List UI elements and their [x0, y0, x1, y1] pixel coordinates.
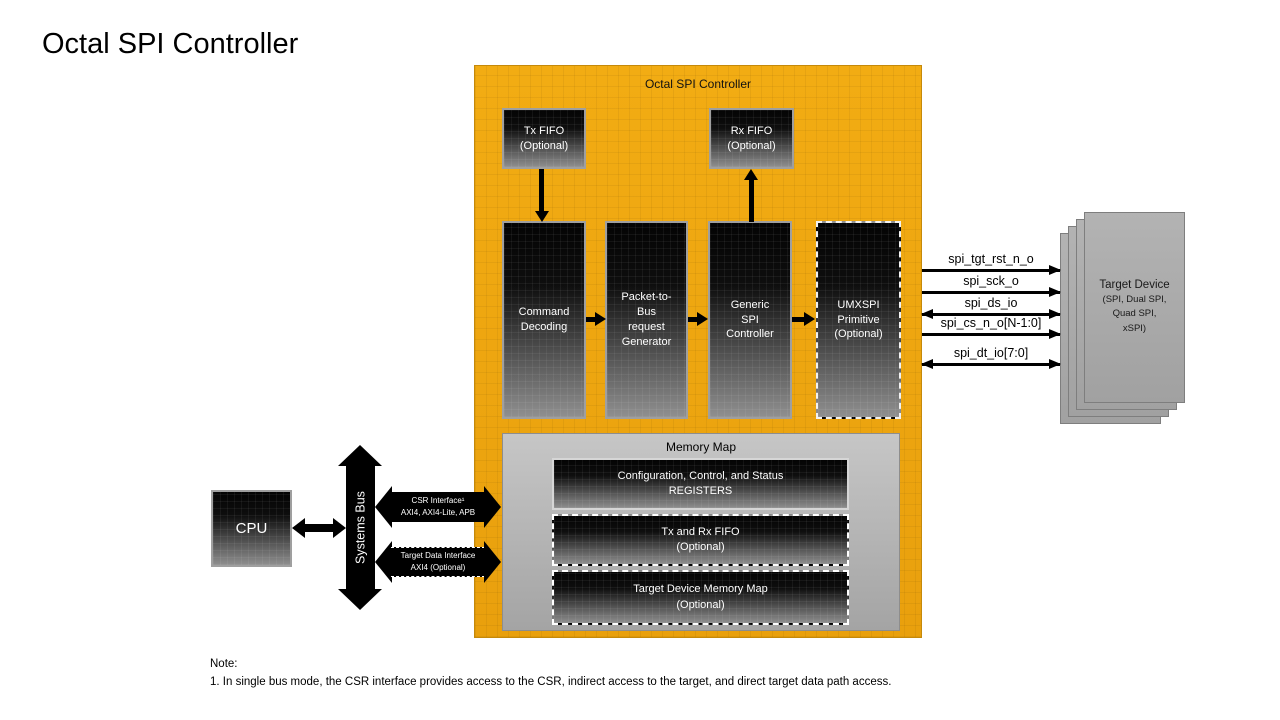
- tx-fifo-to-command-arrowhead: [535, 211, 549, 222]
- memory-map-panel: Memory Map Configuration, Control, and S…: [502, 433, 900, 631]
- memory-map-label: Memory Map: [665, 440, 736, 454]
- packet-to-generic-arrowhead: [697, 312, 708, 326]
- tx-fifo-block: Tx FIFO (Optional): [502, 108, 586, 169]
- target-data-interface-shaft: Target Data Interface AXI4 (Optional): [391, 547, 485, 577]
- note: Note: 1. In single bus mode, the CSR int…: [210, 656, 950, 692]
- arrow-shaft: [346, 465, 375, 590]
- signal-row-spi-dt: spi_dt_io[7:0]: [921, 346, 1061, 370]
- generic-to-umxspi-arrow-shaft: [792, 317, 805, 322]
- target-data-interface-arrow: Target Data Interface AXI4 (Optional): [375, 541, 501, 583]
- cpu-to-bus-arrow: [292, 518, 346, 538]
- arrowhead-right: [484, 486, 501, 528]
- arrowhead-up: [338, 445, 382, 466]
- arrowhead-right: [1049, 359, 1061, 369]
- umxspi-primitive-block: UMXSPI Primitive (Optional): [816, 221, 901, 419]
- arrowhead-right: [1049, 329, 1061, 339]
- systems-bus-arrow: Systems Bus: [338, 445, 383, 610]
- memory-map-row-registers: Configuration, Control, and Status REGIS…: [552, 458, 849, 510]
- signal-line: [922, 269, 1060, 272]
- arrowhead-left: [292, 518, 305, 538]
- signal-row-spi-tgt-rst: spi_tgt_rst_n_o: [922, 252, 1061, 276]
- signal-row-spi-ds: spi_ds_io: [921, 296, 1061, 320]
- generic-to-rx-fifo-arrow-shaft: [749, 180, 754, 222]
- signal-label: spi_dt_io[7:0]: [953, 346, 1029, 360]
- note-heading: Note:: [210, 658, 238, 670]
- octal-spi-controller-box: Octal SPI Controller Tx FIFO (Optional) …: [474, 65, 922, 638]
- arrowhead-right: [1049, 309, 1061, 319]
- arrowhead-right: [333, 518, 346, 538]
- command-to-packet-arrowhead: [595, 312, 606, 326]
- tx-fifo-to-command-arrow-shaft: [539, 169, 544, 211]
- signal-line: [922, 333, 1060, 336]
- cpu-block: CPU: [211, 490, 292, 567]
- memory-map-row-target-memory: Target Device Memory Map (Optional): [552, 570, 849, 625]
- command-decoding-block: Command Decoding: [502, 221, 586, 419]
- signal-label: spi_ds_io: [964, 296, 1018, 310]
- generic-spi-controller-block: Generic SPI Controller: [708, 221, 792, 419]
- page-title: Octal SPI Controller: [42, 28, 299, 60]
- signal-line: [922, 291, 1060, 294]
- arrow-shaft: [303, 524, 335, 532]
- csr-interface-arrow: CSR Interface¹ AXI4, AXI4-Lite, APB: [375, 486, 501, 528]
- target-device-subtitle: (SPI, Dual SPI, Quad SPI, xSPI): [1102, 294, 1167, 334]
- controller-label: Octal SPI Controller: [644, 77, 752, 91]
- signal-label: spi_sck_o: [963, 274, 1019, 288]
- arrowhead-left: [375, 486, 392, 528]
- signal-label: spi_cs_n_o[N-1:0]: [940, 316, 1042, 330]
- packet-to-bus-generator-block: Packet-to- Bus request Generator: [605, 221, 688, 419]
- csr-interface-line2: AXI4, AXI4-Lite, APB: [400, 508, 476, 517]
- command-to-packet-arrow-shaft: [586, 317, 596, 322]
- target-device-front: Target Device (SPI, Dual SPI, Quad SPI, …: [1084, 212, 1185, 403]
- target-data-interface-line2: AXI4 (Optional): [410, 563, 466, 572]
- arrowhead-right: [1049, 265, 1061, 275]
- arrowhead-left: [921, 359, 933, 369]
- rx-fifo-block: Rx FIFO (Optional): [709, 108, 794, 169]
- packet-to-generic-arrow-shaft: [688, 317, 698, 322]
- arrowhead-left: [921, 309, 933, 319]
- csr-interface-shaft: CSR Interface¹ AXI4, AXI4-Lite, APB: [391, 492, 485, 522]
- generic-to-umxspi-arrowhead: [804, 312, 815, 326]
- target-device-title: Target Device: [1099, 279, 1170, 292]
- arrowhead-down: [338, 589, 382, 610]
- target-data-interface-line1: Target Data Interface: [400, 551, 476, 560]
- arrowhead-left: [375, 541, 392, 583]
- note-body: 1. In single bus mode, the CSR interface…: [210, 675, 892, 688]
- arrowhead-right: [1049, 287, 1061, 297]
- generic-to-rx-fifo-arrowhead: [744, 169, 758, 180]
- signal-line: [922, 313, 1060, 316]
- memory-map-row-tx-rx-fifo: Tx and Rx FIFO (Optional): [552, 514, 849, 566]
- signal-line: [922, 363, 1060, 366]
- signal-label: spi_tgt_rst_n_o: [948, 252, 1034, 266]
- signal-row-spi-sck: spi_sck_o: [922, 274, 1061, 298]
- csr-interface-line1: CSR Interface¹: [411, 496, 465, 505]
- arrowhead-right: [484, 541, 501, 583]
- signal-row-spi-cs: spi_cs_n_o[N-1:0]: [922, 316, 1061, 340]
